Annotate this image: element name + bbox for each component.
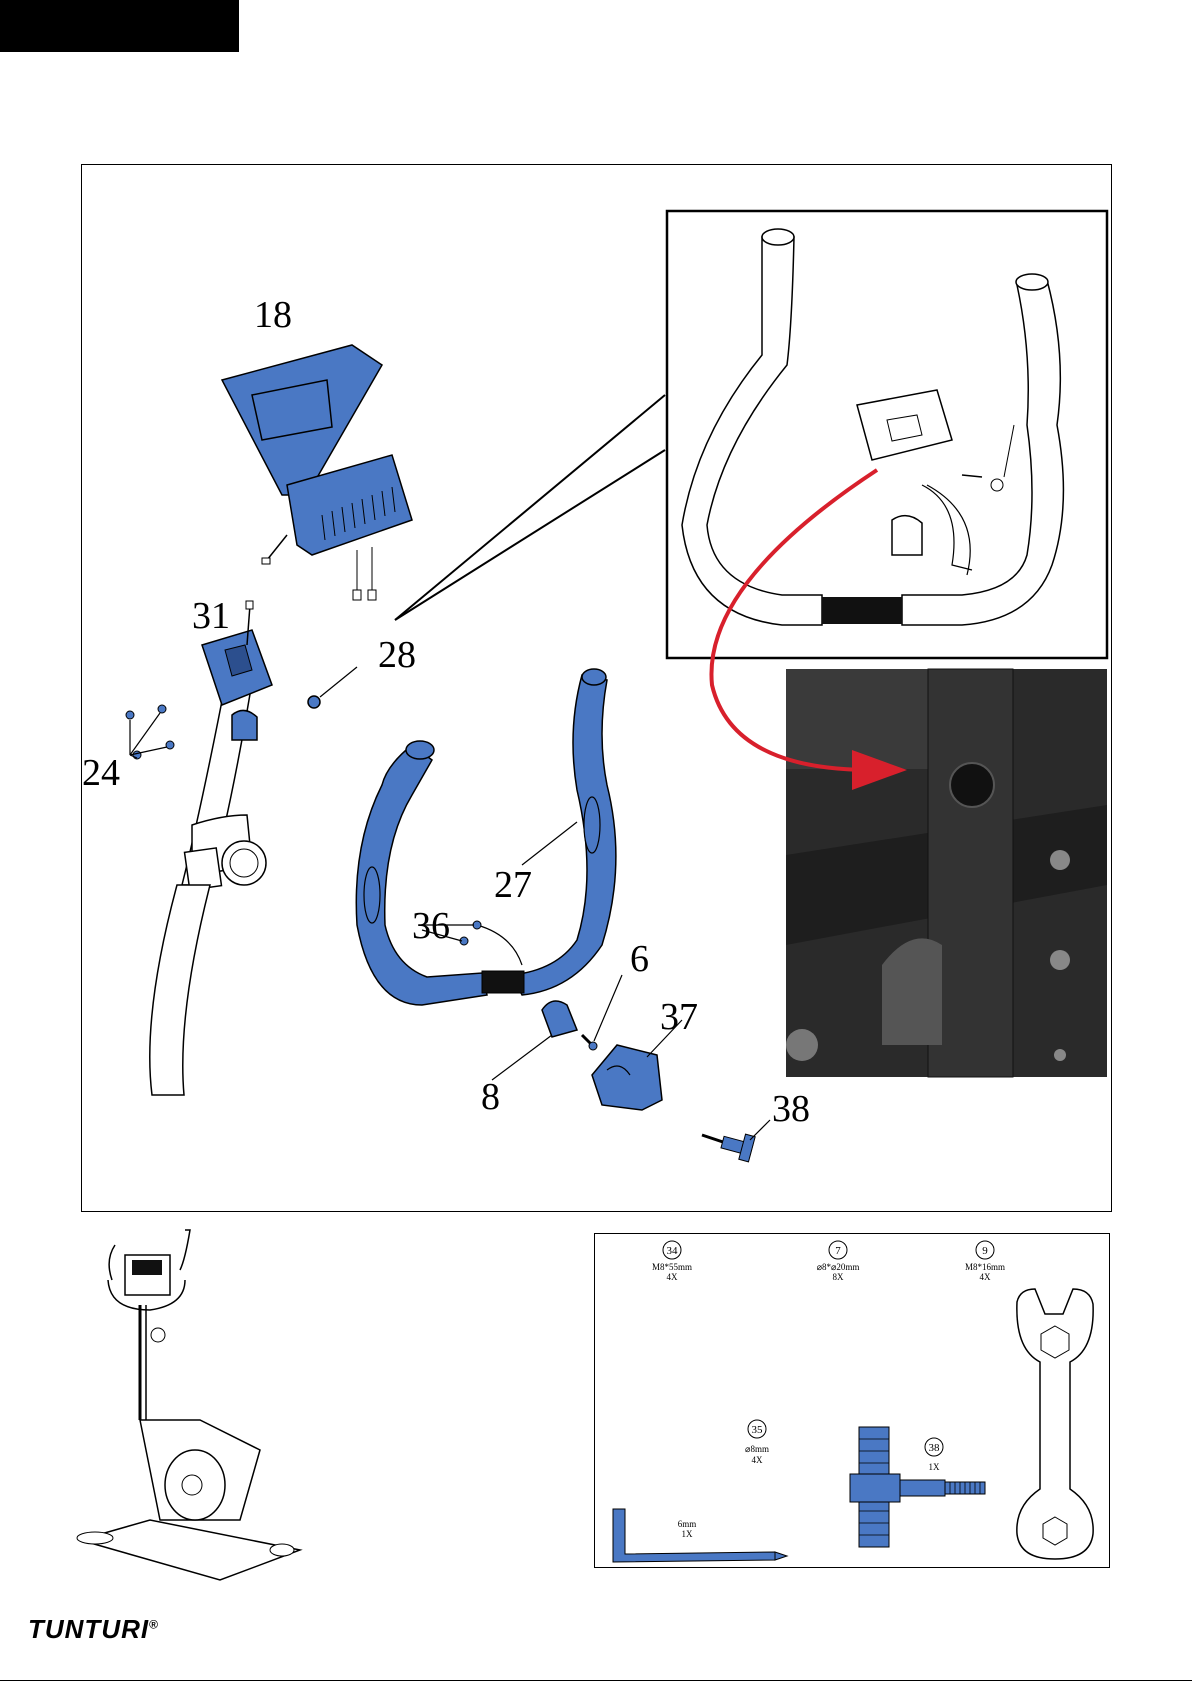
svg-text:1X: 1X (682, 1529, 694, 1539)
cover-part (592, 1045, 662, 1110)
svg-text:4X: 4X (667, 1272, 679, 1282)
svg-text:34: 34 (667, 1245, 679, 1257)
label-24: 24 (82, 752, 120, 794)
knob-part (702, 1134, 755, 1162)
hw-item-7: 7 ⌀8*⌀20mm 8X (817, 1241, 860, 1282)
hw-item-9: 9 M8*16mm 4X (965, 1241, 1005, 1282)
footer-divider (0, 1680, 1192, 1681)
svg-text:M8*16mm: M8*16mm (965, 1262, 1005, 1272)
label-8: 8 (481, 1076, 500, 1118)
svg-text:M8*55mm: M8*55mm (652, 1262, 692, 1272)
svg-text:1X: 1X (929, 1462, 941, 1472)
clamp-part (542, 1001, 577, 1037)
wrench-drawing (1017, 1289, 1093, 1559)
handlebar-part (356, 669, 616, 1005)
label-28: 28 (378, 634, 416, 676)
hw-item-35: 35 ⌀8mm 4X (745, 1420, 769, 1465)
console-part (222, 345, 412, 600)
bike-overview (0, 1220, 590, 1600)
frame-photo (786, 669, 1107, 1077)
svg-text:4X: 4X (980, 1272, 992, 1282)
header-black-tab (0, 0, 239, 52)
svg-text:7: 7 (835, 1245, 841, 1257)
label-38: 38 (772, 1088, 810, 1130)
label-6: 6 (630, 938, 649, 980)
svg-text:35: 35 (752, 1424, 764, 1436)
svg-text:⌀8*⌀20mm: ⌀8*⌀20mm (817, 1262, 860, 1272)
svg-text:38: 38 (929, 1442, 941, 1454)
assembly-svg: 18 31 24 28 27 36 6 8 37 38 (82, 165, 1113, 1213)
label-18: 18 (254, 294, 292, 336)
assembly-diagram: 18 31 24 28 27 36 6 8 37 38 (81, 164, 1112, 1212)
label-36: 36 (412, 905, 450, 947)
inset-detail (667, 211, 1107, 658)
svg-text:9: 9 (982, 1245, 988, 1257)
nut-part (308, 696, 320, 708)
hw-item-38: 38 1X (925, 1438, 943, 1472)
allen-key-drawing: 6mm 1X (613, 1509, 787, 1562)
label-27: 27 (494, 864, 532, 906)
label-31: 31 (192, 595, 230, 637)
svg-text:4X: 4X (752, 1455, 764, 1465)
label-37: 37 (660, 996, 698, 1038)
svg-text:8X: 8X (833, 1272, 845, 1282)
hardware-pack: 34 M8*55mm 4X 7 ⌀8*⌀20mm 8X 9 M8*16mm 4X… (594, 1233, 1110, 1568)
brand-logo: TUNTURI® (28, 1614, 159, 1645)
svg-text:6mm: 6mm (678, 1519, 697, 1529)
knob-drawing (850, 1427, 985, 1547)
svg-text:⌀8mm: ⌀8mm (745, 1444, 769, 1454)
hw-item-34: 34 M8*55mm 4X (652, 1241, 692, 1282)
